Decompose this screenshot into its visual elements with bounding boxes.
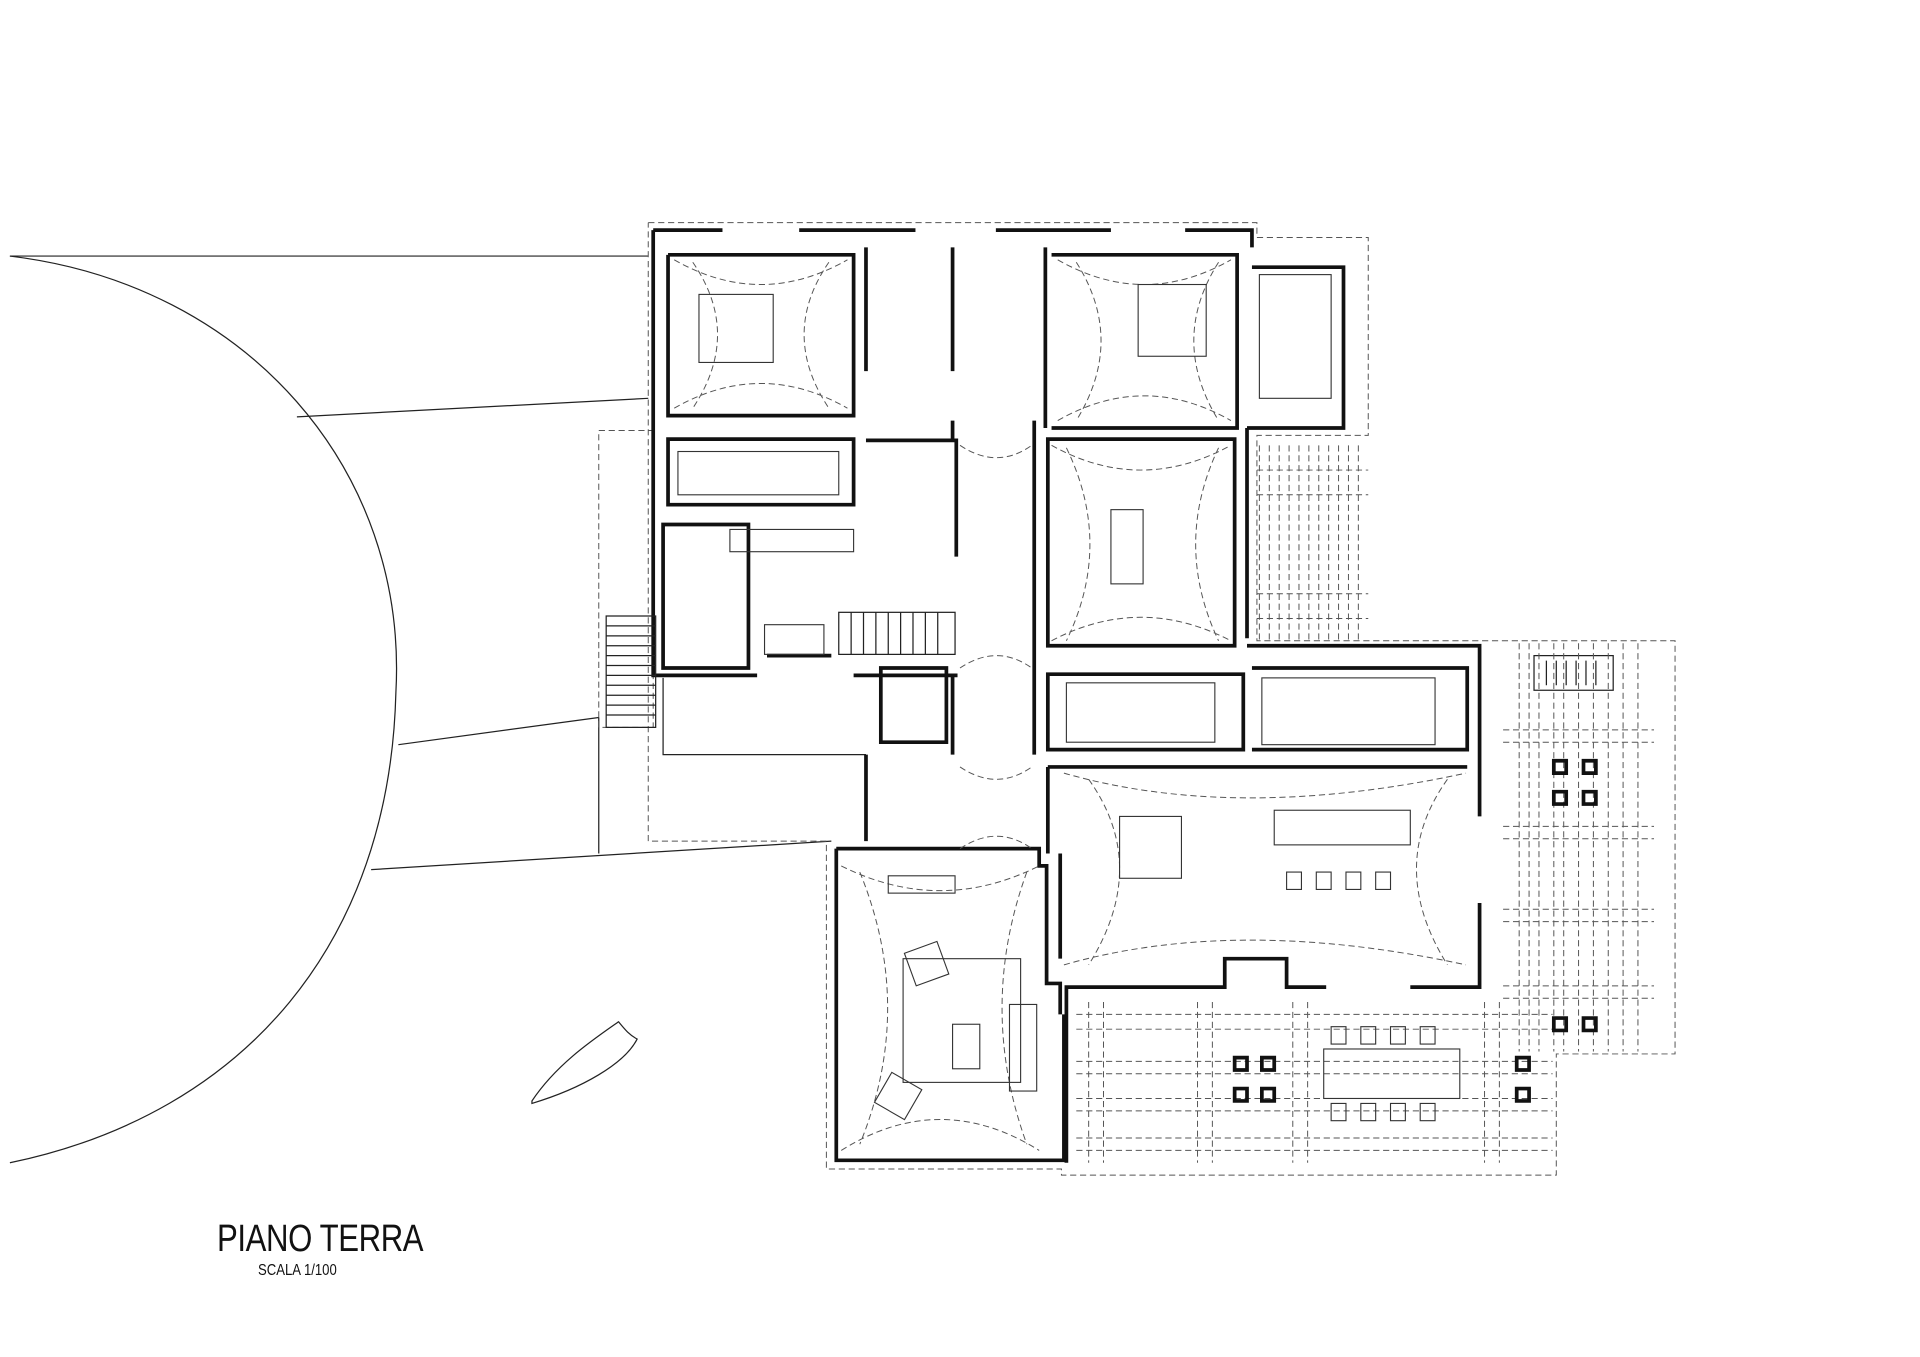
pond-shape — [531, 1020, 638, 1105]
exterior-walls — [651, 228, 1482, 1163]
drawing-scale: SCALA 1/100 — [258, 1262, 337, 1279]
pergola-grid — [1076, 445, 1655, 1163]
furniture — [677, 274, 1461, 1122]
site-boundary — [9, 255, 866, 1164]
drawing-title: PIANO TERRA — [217, 1218, 424, 1260]
staircase — [605, 611, 1614, 728]
footprint-outline — [598, 222, 1676, 1176]
vault-arcs — [673, 259, 1467, 1151]
